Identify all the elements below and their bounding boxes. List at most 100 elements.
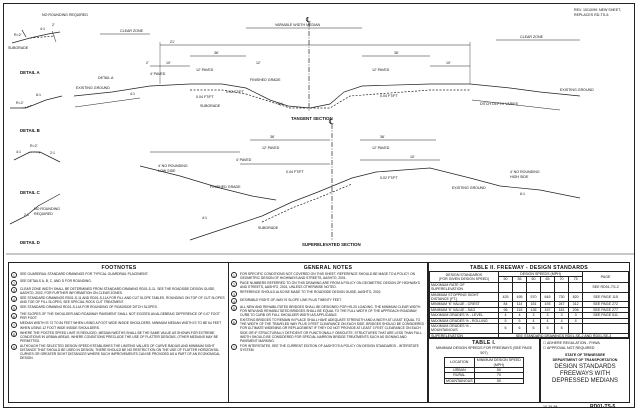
- table-ii-cell: 312: [568, 301, 584, 308]
- super-paved-12-right: 12' PAVED: [372, 146, 390, 150]
- tangent-dim-12: 12': [256, 61, 261, 65]
- footnote-number: 1: [11, 272, 17, 279]
- general-notes-title: GENERAL NOTES: [303, 265, 353, 271]
- tangent-paved-shoulder: 4' PAVED: [150, 72, 166, 76]
- tangent-clear-zone-right: CLEAR ZONE: [520, 35, 543, 39]
- table-i-speed-cell: 50: [473, 377, 525, 385]
- table-ii-standards-sub: (FOR GIVEN DESIGN SPEED): [438, 276, 490, 281]
- general-note-text: Reference should also be made to the Roa…: [240, 290, 382, 295]
- table-i-panel: TABLE I. MINIMUM DESIGN SPEEDS FOR FREEW…: [428, 338, 540, 403]
- table-ii-page-cell: [582, 317, 629, 325]
- general-notes-list: 1For specific conditions not covered on …: [229, 272, 427, 352]
- super-no-rounding-low: 4' NO ROUNDING LOW SIDE: [158, 164, 188, 173]
- tangent-dim-2: 2': [146, 61, 149, 65]
- footnote-number: 8: [11, 330, 17, 337]
- detail-b-title: DETAIL B: [20, 128, 40, 133]
- general-note-item: 3Reference should also be made to the Ro…: [231, 290, 425, 297]
- legend-box-1: ☐: [543, 341, 548, 345]
- general-note-number: 4: [231, 297, 237, 304]
- footnote-item: 3Clear zone width shall be determined fr…: [11, 287, 227, 295]
- super-paved-4: 4' PAVED: [236, 158, 252, 162]
- footnote-item: 4See standard drawings RD01-S-11 and RD0…: [11, 296, 227, 304]
- footnote-text: Median width is 72 to 84 feet when using…: [20, 321, 222, 330]
- tangent-section-title: TANGENT SECTION: [291, 116, 333, 121]
- table-i: LOCATION MINIMUM DESIGN SPEED (MPH) URBA…: [444, 357, 525, 385]
- footnote-item: 1See guardrail standard drawings for typ…: [11, 272, 227, 279]
- table-ii-cell: 6: [512, 323, 528, 334]
- footnote-text: See details A, B, C, and D for rounding.: [20, 279, 92, 284]
- tangent-centerline-marker: ℄: [305, 17, 311, 24]
- super-slope-6: 6:1: [520, 192, 525, 196]
- tangent-dim-36-right: 36': [394, 51, 399, 55]
- tangent-rate-right: 0.04 FT/FT: [380, 94, 398, 98]
- detail-c-title: DETAIL C: [20, 190, 40, 195]
- table-ii-cell: 5: [540, 323, 556, 334]
- footnote-number: 7: [11, 321, 17, 328]
- super-rate-2: 0.02 FT/FT: [380, 176, 398, 180]
- tangent-existing-ground-left: EXISTING GROUND: [76, 86, 110, 90]
- general-note-number: 7: [231, 344, 237, 351]
- revision-note: REV. 10/10/99: NEW SHEET, REPLACES RD-TS…: [574, 8, 632, 17]
- title-block-title-2: FREEWAYS WITH: [560, 371, 610, 378]
- table-ii: DESIGN STANDARDS (FOR GIVEN DESIGN SPEED…: [429, 270, 629, 340]
- general-note-item: 6Existing bridges to remain in place sha…: [231, 318, 425, 343]
- table-ii-cell: 4: [568, 317, 584, 325]
- table-ii-cell: [554, 281, 570, 293]
- super-finished-grade: FINISHED GRADE: [210, 185, 241, 189]
- table-ii-cell: 6: [526, 323, 542, 334]
- footnote-item: 9Although the selected design speed esta…: [11, 344, 227, 360]
- super-dim-10: 10': [410, 155, 415, 159]
- general-note-number: 5: [231, 305, 237, 312]
- tangent-variable-median: VARIABLE WIDTH MEDIAN: [275, 23, 321, 27]
- table-ii-cell: 645: [540, 291, 556, 303]
- table-ii-row-label: MAXIMUM RATE OF SUPERELEVATION: [429, 281, 499, 293]
- tangent-paved-lanes-left: 12' PAVED: [196, 68, 214, 72]
- tangent-clear-zone: CLEAR ZONE: [120, 29, 143, 33]
- table-ii-panel: TABLE II. FREEWAY - DESIGN STANDARDS DES…: [428, 262, 630, 340]
- general-notes-panel: GENERAL NOTES 1For specific conditions n…: [228, 262, 428, 403]
- tangent-finished-grade: FINISHED GRADE: [250, 78, 281, 82]
- title-block-title-3: DEPRESSED MEDIANS: [551, 378, 618, 385]
- super-dim-36: 36': [270, 135, 275, 139]
- table-ii-cell: 3: [568, 312, 584, 319]
- tangent-dim-36-left: 36': [214, 51, 219, 55]
- table-ii-page-header: PAGE: [582, 271, 629, 283]
- legend-line-2-text: APPROVAL NOT REQUIRED: [547, 345, 595, 350]
- footnote-number: 2: [11, 279, 17, 286]
- footnote-item: 8Where the posted speed limit is reduced…: [11, 331, 227, 343]
- super-no-rounding-high: 4' NO ROUNDING HIGH SIDE: [510, 170, 540, 179]
- general-note-number: 3: [231, 290, 237, 297]
- table-ii-cell: [512, 281, 528, 293]
- footnote-text: The slopes of the shoulder and roadway p…: [20, 312, 220, 321]
- tangent-subgrade: SUBGRADE: [200, 104, 221, 108]
- tangent-ditch-note: DITCH DEPTH VARIES: [480, 102, 519, 106]
- table-ii-speeds-header: DESIGN SPEEDS (MPH): [497, 270, 584, 278]
- footnote-item: 2See details A, B, C, and D for rounding…: [11, 279, 227, 286]
- table-ii-row-label: MAXIMUM GRADES % - MOUNTAINOUS: [429, 323, 499, 334]
- general-note-number: 1: [231, 272, 237, 279]
- footnote-number: 4: [11, 296, 17, 303]
- general-note-text: For specific conditions not covered on t…: [240, 272, 416, 281]
- detail-d-slope: 2:1: [24, 213, 29, 217]
- tangent-rate-lane: 0.02 FT/FT: [226, 90, 244, 94]
- footnote-number: 9: [11, 344, 17, 351]
- table-ii-cell: 570: [526, 291, 542, 303]
- super-slope-4: 4:1: [202, 216, 207, 220]
- table-ii-row-label: MINIMUM STOPPING SIGHT DISTANCE (FT.): [429, 291, 499, 303]
- detail-a-subgrade: SUBGRADE: [8, 46, 29, 50]
- title-block-title-1: DESIGN STANDARDS: [554, 364, 616, 371]
- general-note-number: 2: [231, 281, 237, 288]
- general-note-text: All new and rehabilitated bridges shall …: [240, 304, 421, 318]
- revision-note-text: REV. 10/10/99: NEW SHEET, REPLACES RD-TS…: [574, 8, 622, 17]
- detail-d-title: DETAIL D: [20, 240, 40, 245]
- table-i-location-cell: MOUNTAINOUS: [444, 377, 475, 385]
